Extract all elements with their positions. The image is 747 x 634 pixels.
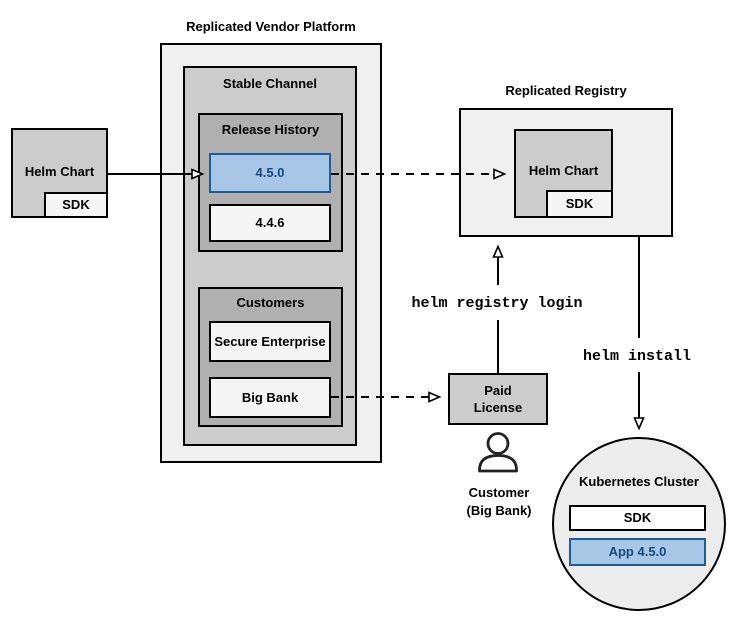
helm-install-command: helm install (582, 348, 692, 365)
kubernetes-cluster-title: Kubernetes Cluster (579, 474, 699, 489)
customer-caption-line2: (Big Bank) (466, 503, 532, 518)
paid-license-label: Paid License (473, 383, 523, 415)
vendor-platform-title: Replicated Vendor Platform (186, 19, 356, 34)
paid-license-box: Paid License (448, 373, 548, 425)
release-4-4-6-box: 4.4.6 (209, 204, 331, 242)
source-helm-chart-label: Helm Chart (24, 164, 95, 179)
cluster-sdk-box: SDK (569, 505, 706, 531)
cluster-app-box: App 4.5.0 (569, 538, 706, 566)
customers-title: Customers (236, 295, 305, 310)
customer-caption: Customer (Big Bank) (447, 484, 551, 520)
registry-helm-chart-label: Helm Chart (528, 163, 599, 178)
customer-secure-enterprise-box: Secure Enterprise (209, 321, 331, 362)
release-4-5-0-box: 4.5.0 (209, 153, 331, 193)
source-sdk-box: SDK (44, 192, 108, 218)
customer-caption-line1: Customer (468, 485, 530, 500)
release-history-title: Release History (221, 122, 320, 137)
registry-title: Replicated Registry (505, 83, 627, 98)
person-icon (478, 432, 518, 473)
customer-big-bank-box: Big Bank (209, 377, 331, 418)
registry-sdk-box: SDK (546, 190, 613, 218)
helm-registry-login-command: helm registry login (411, 295, 583, 312)
stable-channel-title: Stable Channel (223, 76, 317, 91)
